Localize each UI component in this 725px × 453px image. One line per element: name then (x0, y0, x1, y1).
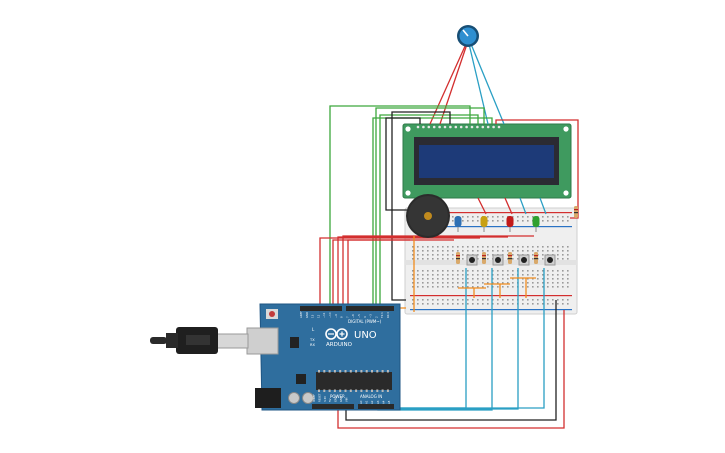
analog-label: ANALOG IN (360, 394, 382, 399)
pushbutton-3[interactable] (518, 254, 530, 266)
buzzer-icon[interactable] (406, 194, 450, 238)
power-pin-label: RESET (317, 393, 321, 402)
power-pin-label: IOREF (312, 394, 316, 402)
digital-pin-label: ~5 (357, 314, 361, 318)
power-pin-label: 5V (328, 398, 332, 402)
resistor-5[interactable] (574, 206, 578, 218)
power-jack (255, 388, 281, 408)
led-1[interactable] (454, 216, 462, 232)
analog-pin-label: A3 (376, 400, 380, 404)
analog-pin-label: A0 (359, 400, 363, 404)
power-pin-label: VIN (344, 397, 348, 402)
digital-pin-label: 4 (363, 316, 367, 318)
power-pin-label: GND (339, 396, 343, 402)
digital-pin-label: ~3 (369, 314, 373, 318)
reset-button[interactable] (269, 311, 275, 317)
digital-pin-label: 7 (345, 316, 349, 318)
usb-cable-icon (150, 327, 249, 354)
arduino-logo (325, 328, 348, 340)
breadboard-holes (412, 216, 569, 305)
led-3[interactable] (506, 216, 514, 232)
led-label-rx: RX (310, 343, 315, 347)
led-group (454, 216, 540, 232)
power-pin-label: 3.3V (323, 396, 327, 402)
atmega-chip (316, 372, 392, 390)
analog-pin-label: A4 (381, 400, 385, 404)
digital-pin-label: RX 0 (386, 312, 390, 318)
digital-pin-label: GND (305, 312, 309, 318)
analog-pin-label: A1 (365, 400, 369, 404)
digital-pin-label: AREF (299, 311, 303, 318)
digital-pin-label: TX 1 (380, 312, 384, 318)
digital-pin-label: ~11 (322, 312, 326, 318)
power-pin-label: GND (334, 396, 338, 402)
analog-pin-label: A2 (370, 400, 374, 404)
digital-pin-label: 12 (316, 314, 320, 318)
led-4[interactable] (532, 216, 540, 232)
arduino-uno-board[interactable]: ARDUINO UNO DIGITAL (PWM~) ANALOG IN POW… (246, 303, 401, 411)
digital-pin-label: 8 (340, 316, 344, 318)
potentiometer-icon[interactable] (457, 25, 479, 47)
arduino-brand: ARDUINO (326, 342, 353, 348)
digital-pin-label: ~10 (328, 312, 332, 318)
resistor-4[interactable] (534, 252, 538, 264)
resistor-3[interactable] (508, 252, 512, 264)
wires (319, 43, 579, 429)
digital-pin-label: ~9 (334, 314, 338, 318)
lcd-display[interactable] (402, 123, 572, 199)
digital-pin-label: 2 (374, 316, 378, 318)
breadboard[interactable] (404, 207, 578, 315)
digital-pin-label: 13 (311, 314, 315, 318)
pushbutton-2[interactable] (492, 254, 504, 266)
pushbutton-4[interactable] (544, 254, 556, 266)
digital-pin-label: ~6 (351, 314, 355, 318)
pushbutton-group (466, 254, 556, 266)
lcd-header-pins (416, 125, 501, 129)
arduino-model: UNO (354, 330, 377, 341)
digital-label: DIGITAL (PWM~) (348, 319, 382, 324)
resistor-group (456, 206, 578, 264)
usb-port (246, 327, 279, 355)
resistor-2[interactable] (482, 252, 486, 264)
resistor-1[interactable] (456, 252, 460, 264)
lcd-screen (419, 145, 554, 178)
analog-pin-label: A5 (387, 400, 391, 404)
pushbutton-1[interactable] (466, 254, 478, 266)
led-label-tx: TX (309, 338, 315, 342)
led-label-l: L (312, 327, 315, 332)
led-2[interactable] (480, 216, 488, 232)
power-label: POWER (330, 394, 345, 399)
